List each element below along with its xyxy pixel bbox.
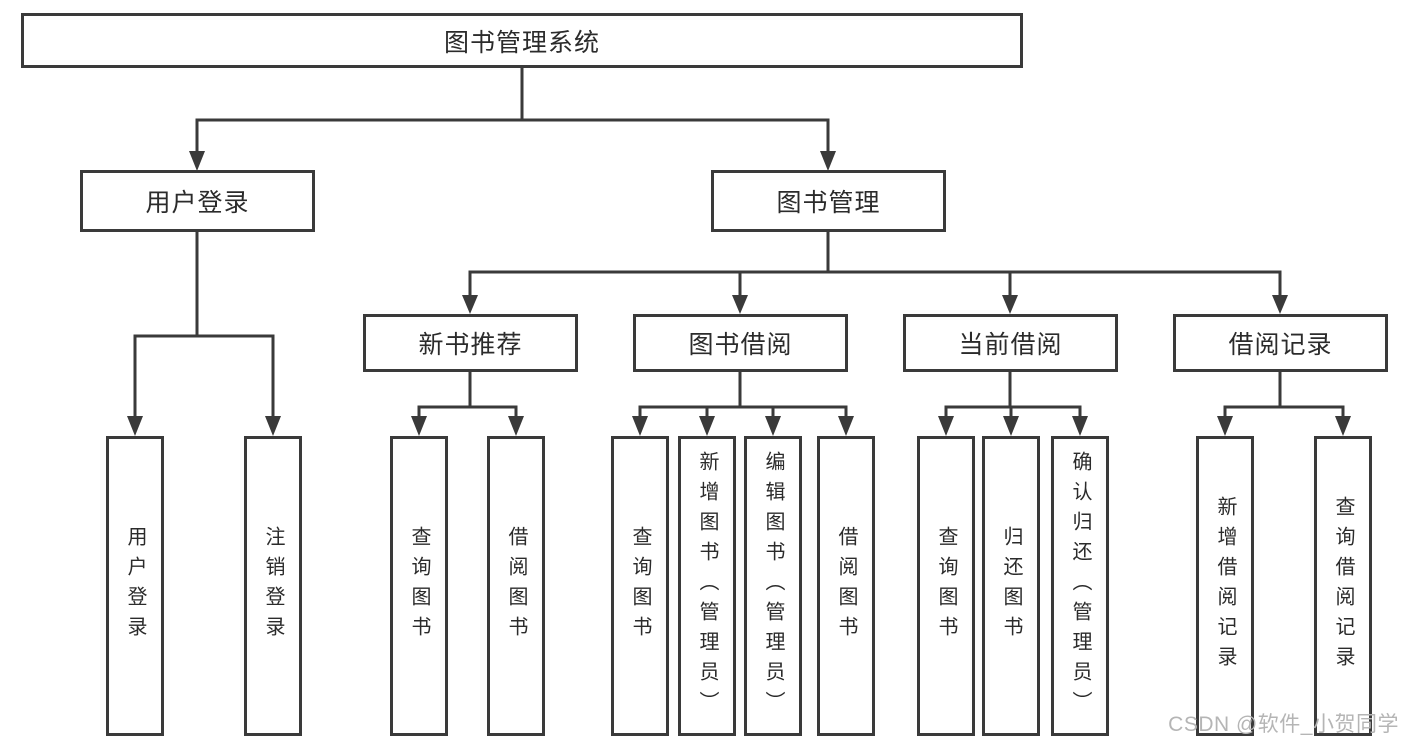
leaf-edit-book-admin: 编辑图书（管理员） — [744, 436, 802, 736]
node-label: 图书管理系统 — [443, 28, 600, 57]
node-label: 借阅记录 — [1228, 331, 1333, 359]
node-label: 图书借阅 — [688, 331, 793, 359]
leaf-query-borrow-record: 查询借阅记录 — [1314, 436, 1372, 736]
leaf-user-login: 用户登录 — [106, 436, 164, 736]
leaf-label: 编辑图书（管理员） — [762, 451, 784, 721]
leaf-query-books-borrow: 查询图书 — [611, 436, 669, 736]
node-label: 图书管理 — [776, 189, 881, 217]
leaf-return-books: 归还图书 — [982, 436, 1040, 736]
leaf-logout: 注销登录 — [244, 436, 302, 736]
node-label: 新书推荐 — [418, 331, 523, 359]
leaf-borrow-books-recommend: 借阅图书 — [487, 436, 545, 736]
csdn-watermark: CSDN @软件_小贺同学 — [1168, 713, 1399, 736]
node-book-management: 图书管理 — [711, 170, 946, 232]
leaf-confirm-return-admin: 确认归还（管理员） — [1051, 436, 1109, 736]
leaf-borrow-books-borrow: 借阅图书 — [817, 436, 875, 736]
leaf-label: 归还图书 — [1000, 526, 1022, 646]
leaf-label: 查询图书 — [935, 526, 957, 646]
node-new-book-recommend: 新书推荐 — [363, 314, 578, 372]
leaf-label: 借阅图书 — [835, 526, 857, 646]
node-library-management-system: 图书管理系统 — [21, 13, 1023, 68]
connector-new-book-recommend-to-leaves — [411, 372, 524, 436]
leaf-label: 查询借阅记录 — [1332, 496, 1354, 676]
leaf-label: 注销登录 — [262, 526, 284, 646]
connector-book-borrow-to-leaves — [632, 372, 854, 436]
leaf-label: 借阅图书 — [505, 526, 527, 646]
leaf-query-books-current: 查询图书 — [917, 436, 975, 736]
leaf-label: 新增图书（管理员） — [696, 451, 718, 721]
node-borrow-records: 借阅记录 — [1173, 314, 1388, 372]
leaf-label: 新增借阅记录 — [1214, 496, 1236, 676]
leaf-add-book-admin: 新增图书（管理员） — [678, 436, 736, 736]
leaf-label: 查询图书 — [629, 526, 651, 646]
node-label: 用户登录 — [145, 189, 250, 217]
connector-book-management-to-level3 — [462, 232, 1288, 314]
connector-user-login-to-leaves — [127, 232, 281, 436]
leaf-query-books-recommend: 查询图书 — [390, 436, 448, 736]
connector-root-to-level2 — [189, 68, 836, 171]
connector-borrow-records-to-leaves — [1217, 372, 1351, 436]
leaf-label: 查询图书 — [408, 526, 430, 646]
leaf-add-borrow-record: 新增借阅记录 — [1196, 436, 1254, 736]
connector-current-borrow-to-leaves — [938, 372, 1088, 436]
node-label: 当前借阅 — [958, 331, 1063, 359]
node-current-borrow: 当前借阅 — [903, 314, 1118, 372]
node-user-login: 用户登录 — [80, 170, 315, 232]
leaf-label: 用户登录 — [124, 526, 146, 646]
node-book-borrow: 图书借阅 — [633, 314, 848, 372]
leaf-label: 确认归还（管理员） — [1069, 451, 1091, 721]
